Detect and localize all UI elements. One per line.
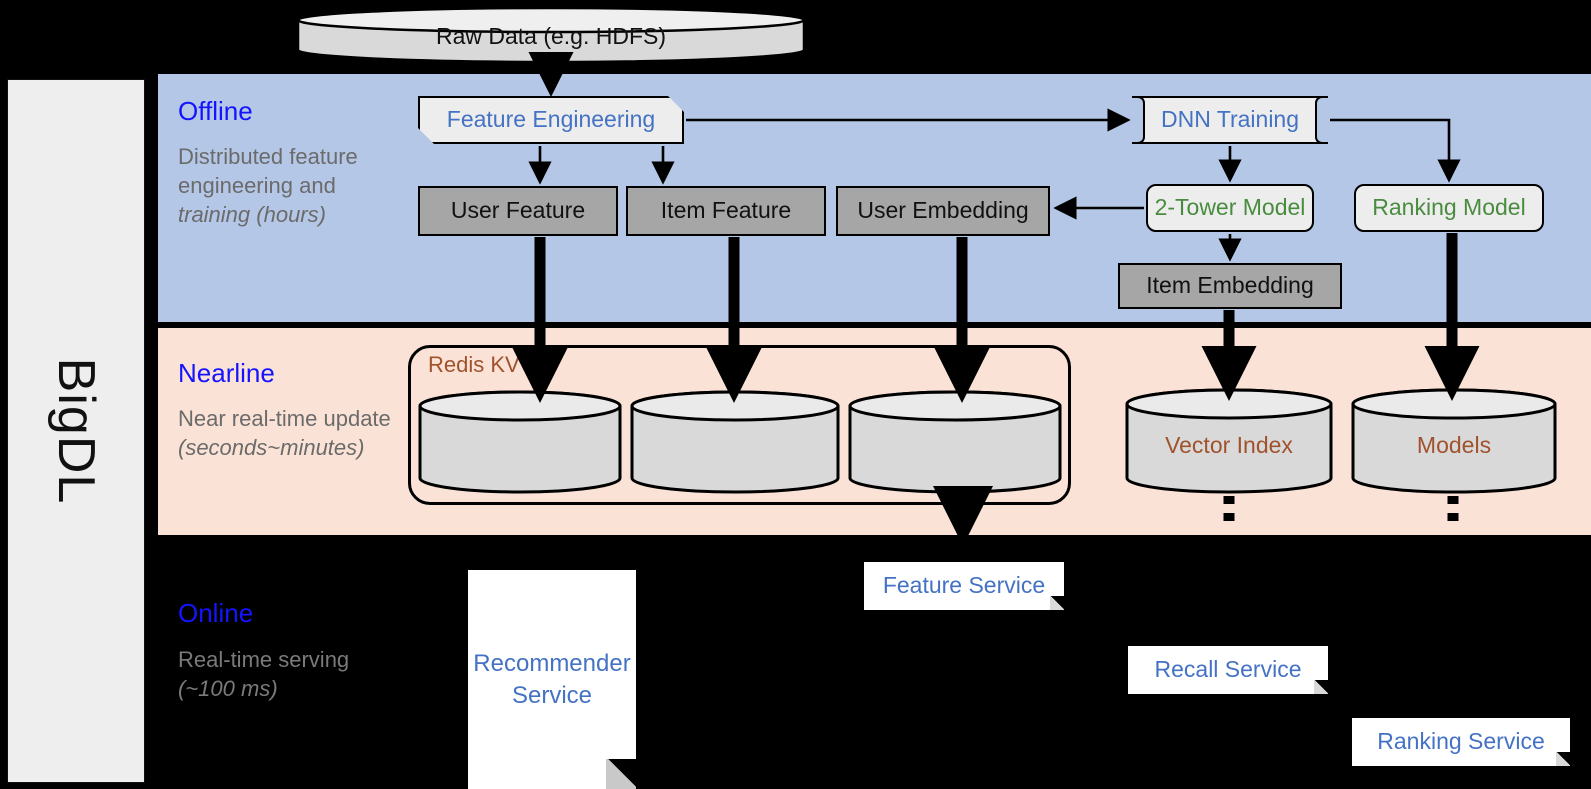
user-embedding-label: User Embedding [857, 197, 1029, 224]
item-feature-label: Item Feature [660, 197, 792, 224]
item-feature-box[interactable]: Item Feature [626, 186, 826, 236]
models-cylinder[interactable]: Models [1351, 388, 1557, 494]
item-embedding-box[interactable]: Item Embedding [1118, 263, 1342, 309]
user-feature-store-cylinder[interactable] [418, 390, 622, 494]
feature-service-box[interactable]: Feature Service [864, 562, 1064, 610]
offline-title: Offline [178, 96, 253, 126]
nearline-subtitle: Near real-time update(seconds~minutes) [178, 406, 391, 461]
dnn-training-box[interactable]: DNN Training [1132, 96, 1328, 144]
user-feature-box[interactable]: User Feature [418, 186, 618, 236]
vector-index-label: Vector Index [1165, 432, 1293, 458]
dnn-training-label: DNN Training [1160, 106, 1300, 133]
feature-engineering-label: Feature Engineering [446, 106, 656, 133]
nearline-title: Nearline [178, 358, 275, 388]
online-subtitle: Real-time serving(~100 ms) [178, 647, 350, 702]
offline-subtitle: Distributed feature engineering and trai… [178, 144, 358, 228]
raw-data-cylinder: Raw Data (e.g. HDFS) [296, 6, 806, 64]
user-feature-label: User Feature [450, 197, 586, 224]
models-label: Models [1416, 432, 1492, 458]
page-fold-icon [606, 759, 636, 789]
feature-engineering-box[interactable]: Feature Engineering [418, 96, 684, 144]
bigdl-rail: BigDL [7, 79, 145, 783]
ranking-model-label: Ranking Model [1372, 194, 1526, 221]
raw-data-label: Raw Data (e.g. HDFS) [435, 23, 667, 49]
ranking-service-box[interactable]: Ranking Service [1352, 718, 1570, 766]
page-fold-icon [1556, 752, 1570, 766]
feature-service-label: Feature Service [882, 572, 1046, 599]
online-title: Online [178, 598, 254, 628]
item-embedding-label: Item Embedding [1146, 272, 1314, 299]
redis-kv-label: Redis KV [428, 352, 520, 377]
page-fold-icon [1050, 596, 1064, 610]
bigdl-label: BigDL [47, 357, 105, 505]
ranking-service-label: Ranking Service [1377, 728, 1545, 755]
recommender-service-label: Recommender Service [473, 650, 631, 709]
recommender-service-box[interactable]: Recommender Service [468, 570, 636, 789]
recall-service-box[interactable]: Recall Service [1128, 646, 1328, 694]
page-fold-icon [1314, 680, 1328, 694]
vector-index-cylinder[interactable]: Vector Index [1125, 388, 1333, 494]
user-embedding-box[interactable]: User Embedding [836, 186, 1050, 236]
ranking-model-box[interactable]: Ranking Model [1354, 184, 1544, 232]
recall-service-label: Recall Service [1154, 656, 1302, 683]
two-tower-model-label: 2-Tower Model [1154, 194, 1306, 221]
two-tower-model-box[interactable]: 2-Tower Model [1146, 184, 1314, 232]
item-feature-store-cylinder[interactable] [630, 390, 840, 494]
redis-kv-group [408, 345, 1071, 505]
user-embedding-store-cylinder[interactable] [848, 390, 1062, 494]
